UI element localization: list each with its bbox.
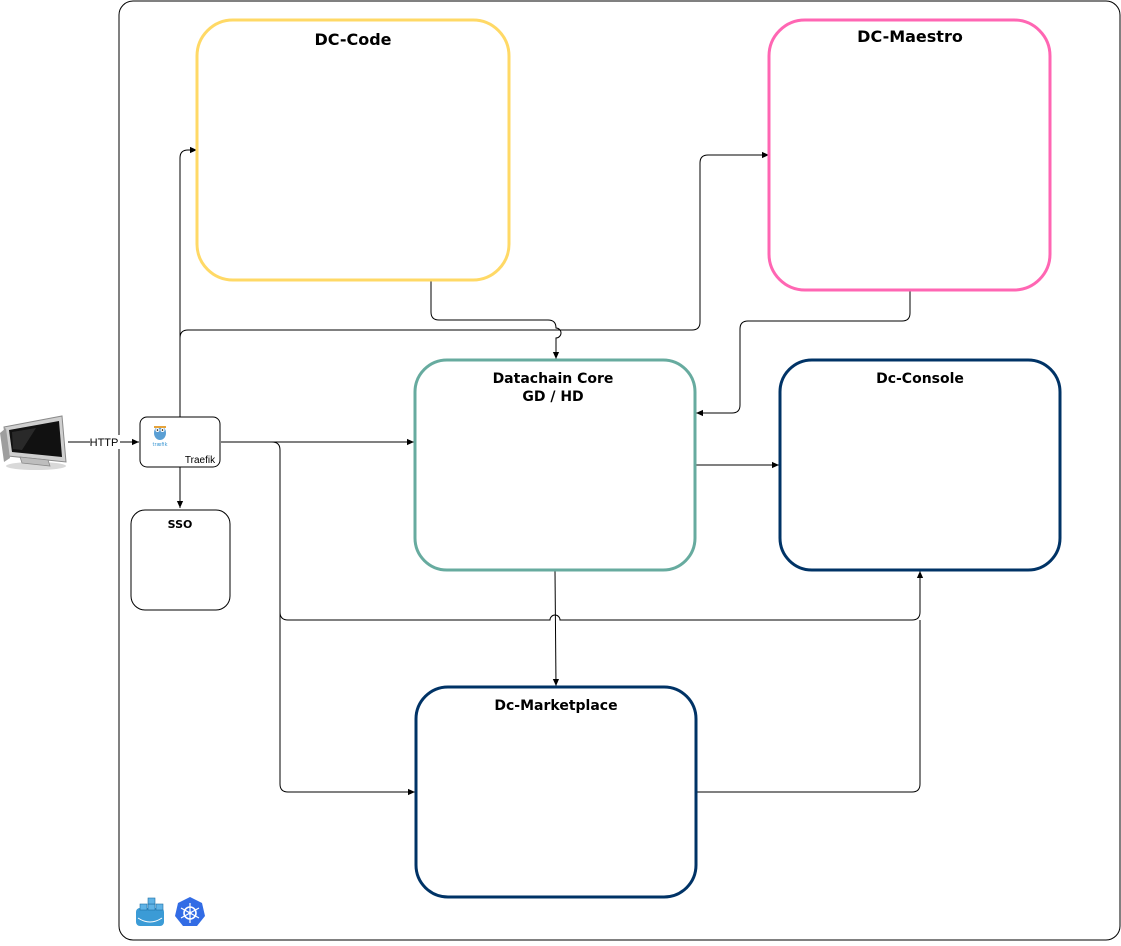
dc-console-title: Dc-Console <box>876 371 964 387</box>
http-label-bg <box>90 435 120 449</box>
dc-console-box <box>778 358 1062 572</box>
http-label: HTTP <box>90 437 119 449</box>
edge-traefik-dc-code <box>179 146 197 417</box>
computer-monitor-icon <box>0 415 67 470</box>
edge-traefik-dc-maestro <box>179 151 769 339</box>
edge-dc-code-core <box>430 280 562 359</box>
sso-title: SSO <box>168 518 193 531</box>
traefik-gopher-icon: træfik <box>153 426 168 448</box>
edge-core-marketplace <box>552 570 560 687</box>
connectors <box>68 146 924 796</box>
edge-traefik-console <box>221 441 924 621</box>
traefik-logo-text: træfik <box>153 442 168 448</box>
edge-dc-maestro-core <box>696 290 911 417</box>
datachain-core-box <box>413 358 697 572</box>
sso-box <box>130 509 231 611</box>
datachain-core-subtitle: GD / HD <box>522 389 583 405</box>
traefik-title: Traefik <box>185 455 216 466</box>
dc-maestro-box <box>767 18 1052 292</box>
kubernetes-icon <box>175 897 205 926</box>
edge-traefik-marketplace <box>279 450 415 796</box>
docker-icon <box>136 897 164 926</box>
dc-code-box <box>195 18 511 282</box>
dc-marketplace-box <box>414 685 698 899</box>
dc-maestro-title: DC-Maestro <box>857 27 963 46</box>
dc-marketplace-title: Dc-Marketplace <box>494 698 617 714</box>
dc-code-title: DC-Code <box>314 30 391 49</box>
datachain-core-title: Datachain Core <box>493 371 614 387</box>
edge-marketplace-console <box>697 620 921 793</box>
